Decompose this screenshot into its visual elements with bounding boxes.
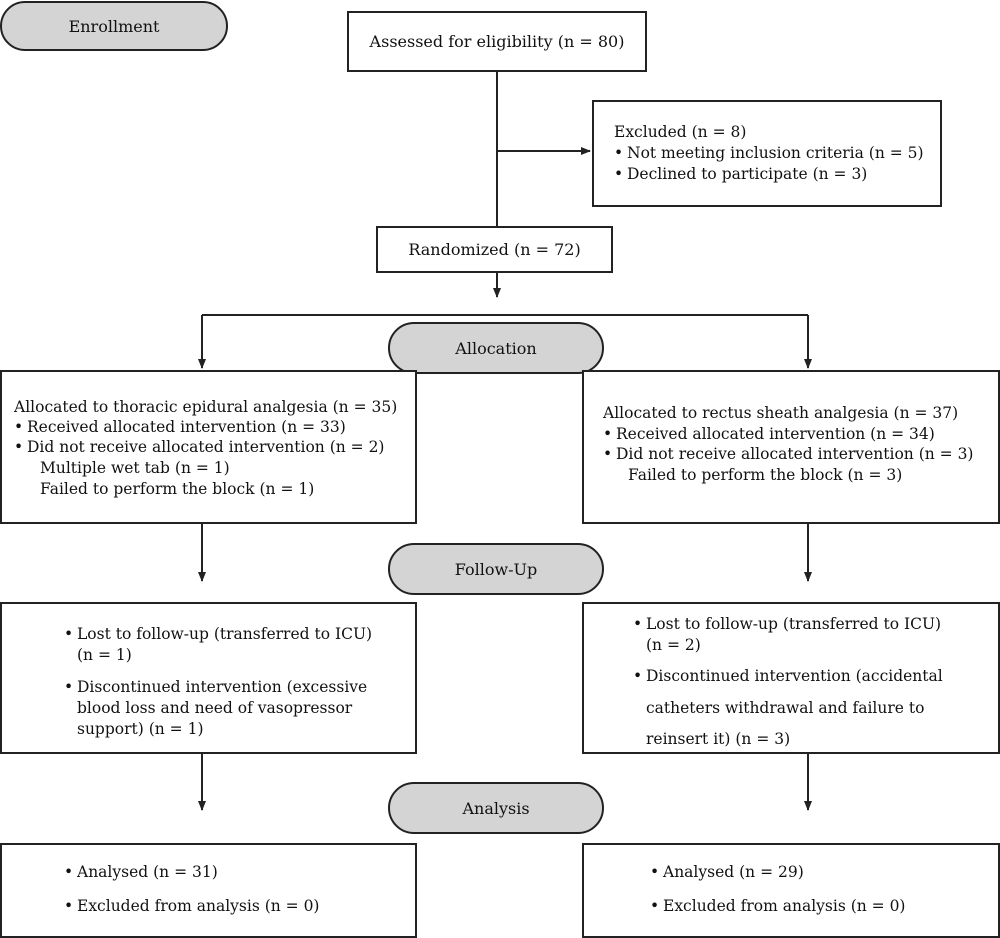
left-followup-box: Lost to follow-up (transferred to ICU) (… [0, 602, 417, 754]
excluded-item: Not meeting inclusion criteria (n = 5) [614, 143, 924, 163]
left-analysis-box: Analysed (n = 31) Excluded from analysis… [0, 843, 417, 938]
assessed-box: Assessed for eligibility (n = 80) [347, 11, 647, 72]
right-followup-discontinued-line3: reinsert it) (n = 3) [646, 730, 791, 748]
right-followup-discontinued-line2: catheters withdrawal and failure to [646, 699, 925, 717]
right-followup-lost: Lost to follow-up (transferred to ICU) [633, 614, 941, 634]
right-allocation-box: Allocated to rectus sheath analgesia (n … [582, 370, 1000, 524]
left-followup-discontinued-line3: support) (n = 1) [77, 720, 204, 738]
stage-follow-up: Follow-Up [388, 543, 604, 595]
right-allocation-reason: Failed to perform the block (n = 3) [628, 466, 903, 484]
right-analysed: Analysed (n = 29) [650, 862, 804, 882]
excluded-item: Declined to participate (n = 3) [614, 164, 867, 184]
left-analysed: Analysed (n = 31) [64, 862, 218, 882]
left-allocation-not-received: Did not receive allocated intervention (… [14, 437, 385, 457]
assessed-text: Assessed for eligibility (n = 80) [369, 32, 625, 51]
right-allocation-received: Received allocated intervention (n = 34) [603, 424, 935, 444]
excluded-box: Excluded (n = 8) Not meeting inclusion c… [592, 100, 942, 207]
left-followup-lost: Lost to follow-up (transferred to ICU) [64, 624, 372, 644]
stage-allocation-label: Allocation [455, 338, 537, 358]
right-followup-lost-count: (n = 2) [646, 636, 701, 654]
left-allocation-box: Allocated to thoracic epidural analgesia… [0, 370, 417, 524]
right-excluded-from-analysis: Excluded from analysis (n = 0) [650, 896, 906, 916]
left-allocation-reason: Multiple wet tab (n = 1) [40, 459, 230, 477]
left-excluded-from-analysis: Excluded from analysis (n = 0) [64, 896, 320, 916]
stage-analysis-label: Analysis [462, 798, 530, 818]
right-allocation-not-received: Did not receive allocated intervention (… [603, 444, 974, 464]
right-followup-box: Lost to follow-up (transferred to ICU) (… [582, 602, 1000, 754]
left-followup-lost-count: (n = 1) [77, 646, 132, 664]
stage-enrollment-label: Enrollment [68, 16, 160, 36]
left-allocation-title: Allocated to thoracic epidural analgesia… [14, 398, 398, 416]
left-followup-discontinued-line2: blood loss and need of vasopressor [77, 699, 353, 717]
left-allocation-received: Received allocated intervention (n = 33) [14, 417, 346, 437]
right-followup-discontinued: Discontinued intervention (accidental [633, 666, 943, 686]
excluded-title: Excluded (n = 8) [614, 123, 747, 141]
randomized-text: Randomized (n = 72) [408, 240, 581, 259]
left-allocation-reason: Failed to perform the block (n = 1) [40, 480, 315, 498]
stage-enrollment: Enrollment [0, 1, 228, 51]
stage-analysis: Analysis [388, 782, 604, 834]
stage-follow-up-label: Follow-Up [454, 559, 538, 579]
stage-allocation: Allocation [388, 322, 604, 374]
right-allocation-title: Allocated to rectus sheath analgesia (n … [603, 404, 959, 422]
right-analysis-box: Analysed (n = 29) Excluded from analysis… [582, 843, 1000, 938]
left-followup-discontinued: Discontinued intervention (excessive [64, 677, 367, 697]
randomized-box: Randomized (n = 72) [376, 226, 613, 273]
